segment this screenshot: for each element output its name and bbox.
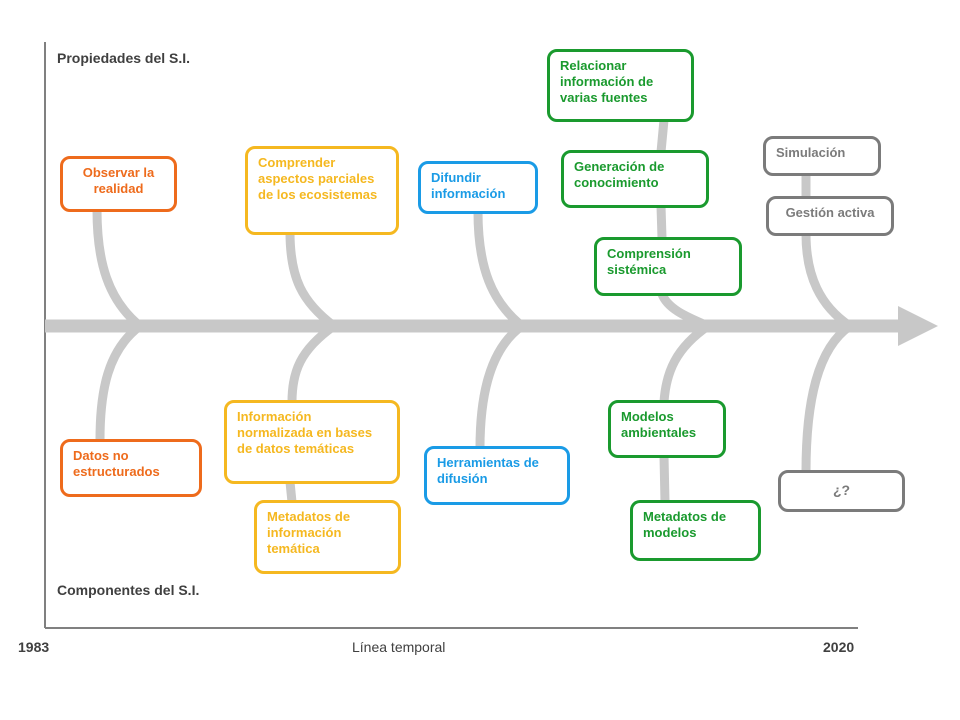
property-box-simulacion: Simulación [763,136,881,176]
top-section-label: Propiedades del S.I. [57,50,191,66]
property-box-difundir: Difundir información [418,161,538,214]
end-year-label: 2020 [823,639,855,655]
rib-metadatos-modelos [659,451,670,507]
rib-relacionar [656,115,669,157]
rib-difundir [473,207,527,331]
timeline-arrowhead [898,306,938,346]
rib-comprender [285,227,339,331]
component-box-informacion: Información normalizada en bases de dato… [224,400,400,484]
rib-herramientas [475,321,527,453]
property-box-observar: Observar la realidad [60,156,177,212]
rib-generacion [656,201,667,243]
timeline-axis-label: Línea temporal [352,639,446,655]
component-box-datos: Datos no estructurados [60,439,202,497]
property-box-relacionar: Relacionar información de varias fuentes [547,49,694,122]
bottom-section-label: Componentes del S.I. [57,582,200,598]
component-box-modelos: Modelos ambientales [608,400,726,458]
property-box-generacion: Generación de conocimiento [561,150,709,208]
component-box-interrogante: ¿? [778,470,905,512]
property-box-gestion: Gestión activa [766,196,894,236]
rib-datos [95,321,145,445]
component-box-metadatos-modelos: Metadatos de modelos [630,500,761,561]
rib-observar [92,205,145,331]
component-box-metadatos-tematica: Metadatos de información temática [254,500,401,574]
rib-modelos [659,321,713,407]
property-box-comprender: Comprender aspectos parciales de los eco… [245,146,399,235]
rib-informacion [287,321,339,407]
property-box-comprension: Comprensión sistémica [594,237,742,296]
rib-metadatos-tematica [285,477,297,507]
start-year-label: 1983 [18,639,50,655]
rib-interrogante [801,321,855,477]
component-box-herramientas: Herramientas de difusión [424,446,570,505]
rib-gestion [801,229,855,331]
